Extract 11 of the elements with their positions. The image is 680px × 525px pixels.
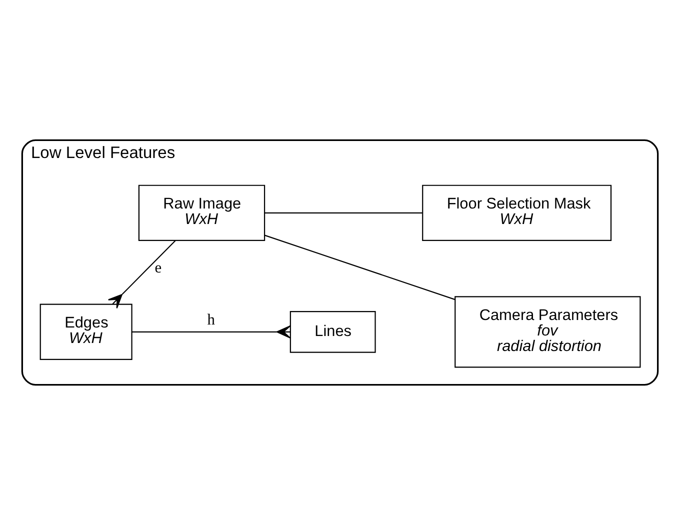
connector <box>132 325 291 338</box>
node-box: Floor Selection Mask WxH <box>422 184 612 242</box>
node-box: Camera Parameters fov radial distortion <box>454 296 641 368</box>
connector <box>264 212 422 214</box>
node-box: Raw Image WxH <box>138 184 266 242</box>
edge-label: h <box>207 311 215 328</box>
connector <box>264 234 456 300</box>
node-box: Edges WxH <box>40 304 132 360</box>
node-box: Lines <box>290 310 376 353</box>
edge-label: e <box>154 260 162 277</box>
connector <box>108 240 176 309</box>
